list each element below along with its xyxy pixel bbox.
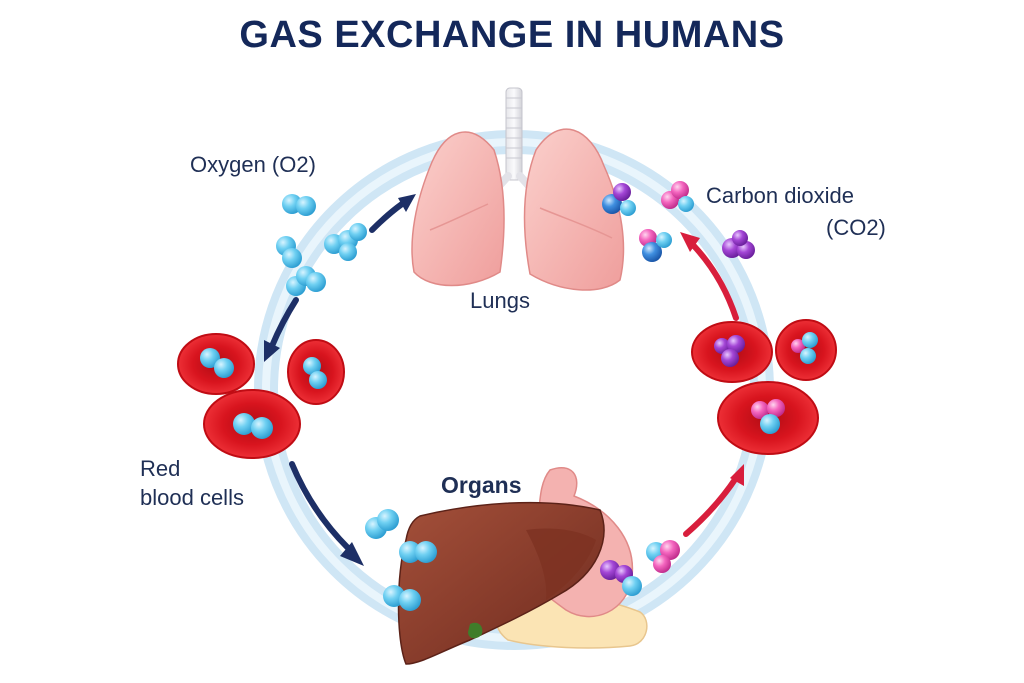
organs-label: Organs bbox=[441, 472, 522, 498]
carbon-dioxide-formula-label: (CO2) bbox=[826, 215, 886, 240]
red-blood-cell bbox=[691, 321, 773, 383]
co2-molecule bbox=[600, 560, 642, 596]
red-blood-cell bbox=[717, 381, 819, 455]
red-blood-cells-label-line1: Red bbox=[140, 456, 181, 481]
co2-molecule bbox=[661, 181, 694, 212]
red-blood-cells bbox=[177, 319, 837, 459]
organs-illustration bbox=[397, 467, 648, 665]
carbon-dioxide-label: Carbon dioxide bbox=[706, 183, 854, 208]
lungs-illustration bbox=[411, 87, 625, 291]
co2-molecule bbox=[639, 229, 672, 262]
oxygen-molecule bbox=[383, 585, 421, 611]
co2-molecules bbox=[600, 181, 755, 596]
co2-arrowheads bbox=[680, 232, 744, 486]
left-lung bbox=[411, 131, 505, 287]
oxygen-label: Oxygen (O2) bbox=[190, 152, 316, 177]
oxygen-molecules bbox=[276, 194, 437, 611]
trachea bbox=[505, 87, 523, 181]
gallbladder bbox=[468, 622, 483, 639]
oxygen-molecule bbox=[282, 194, 316, 216]
red-blood-cell bbox=[203, 389, 301, 459]
co2-flow-arrows bbox=[683, 243, 739, 537]
red-blood-cell bbox=[775, 319, 837, 381]
red-blood-cell bbox=[177, 333, 255, 395]
right-lung bbox=[523, 128, 625, 291]
oxygen-molecule bbox=[276, 236, 302, 268]
oxygen-molecule bbox=[306, 272, 326, 292]
diagram-title: GAS EXCHANGE IN HUMANS bbox=[239, 14, 785, 56]
oxygen-molecule bbox=[399, 541, 437, 563]
lungs-label: Lungs bbox=[470, 288, 530, 313]
oxygen-molecule bbox=[365, 509, 399, 539]
oxygen-flow-arrows bbox=[269, 201, 405, 551]
co2-molecule bbox=[722, 230, 755, 259]
red-blood-cells-label-line2: blood cells bbox=[140, 485, 244, 510]
co2-molecule bbox=[646, 540, 680, 573]
oxygen-molecule bbox=[339, 223, 367, 261]
oxygen-arrowheads bbox=[264, 194, 416, 566]
co2-molecule bbox=[602, 183, 636, 216]
red-blood-cell bbox=[287, 339, 345, 405]
